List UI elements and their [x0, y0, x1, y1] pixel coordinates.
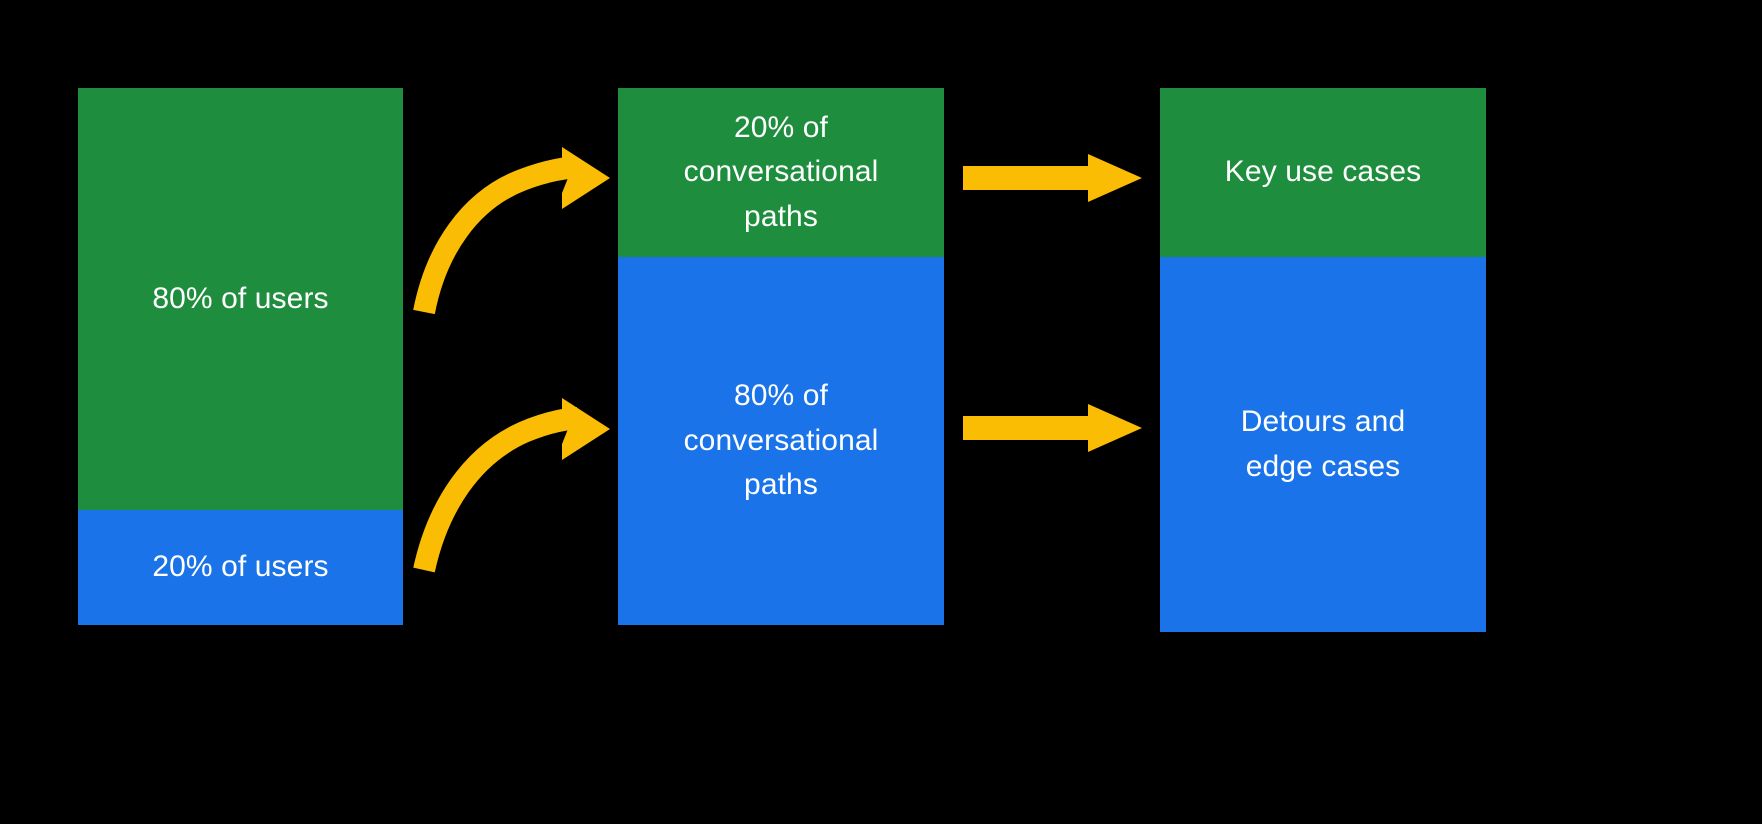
segment-key-use-cases[interactable]: Key use cases [1160, 88, 1486, 257]
segment-key-use-cases-label: Key use cases [1224, 155, 1422, 189]
use-cases-column: Key use cases Detours and edge cases [1160, 88, 1486, 632]
curved-arrow-users-to-paths-top [413, 147, 610, 315]
segment-users-minority-label: 20% of users [152, 550, 329, 584]
segment-detours-edge-cases[interactable]: Detours and edge cases [1160, 257, 1486, 632]
segment-paths-minority-label: 20% of conversational paths [683, 110, 879, 233]
curved-arrow-users-to-paths-bottom [413, 398, 610, 573]
straight-arrow-top-shaft [963, 166, 1093, 190]
straight-arrow-bottom-shaft [963, 416, 1093, 440]
straight-arrow-paths-to-detours [963, 404, 1142, 452]
straight-arrow-paths-to-key-cases [963, 154, 1142, 202]
users-column: 80% of users 20% of users [78, 88, 403, 625]
straight-arrow-bottom-head [1088, 404, 1142, 452]
segment-paths-majority-label: 80% of conversational paths [683, 379, 879, 502]
segment-users-minority[interactable]: 20% of users [78, 510, 403, 625]
segment-paths-minority[interactable]: 20% of conversational paths [618, 88, 944, 257]
straight-arrow-top-head [1088, 154, 1142, 202]
segment-users-majority[interactable]: 80% of users [78, 88, 403, 510]
segment-users-majority-label: 80% of users [152, 281, 329, 315]
curved-arrow-top-head [562, 147, 610, 209]
curved-arrow-bottom-shaft [413, 407, 580, 573]
segment-paths-majority[interactable]: 80% of conversational paths [618, 257, 944, 625]
segment-detours-edge-cases-label: Detours and edge cases [1240, 405, 1406, 483]
curved-arrow-top-shaft [413, 156, 578, 315]
curved-arrow-bottom-head [562, 398, 610, 460]
conversational-paths-column: 20% of conversational paths 80% of conve… [618, 88, 944, 625]
